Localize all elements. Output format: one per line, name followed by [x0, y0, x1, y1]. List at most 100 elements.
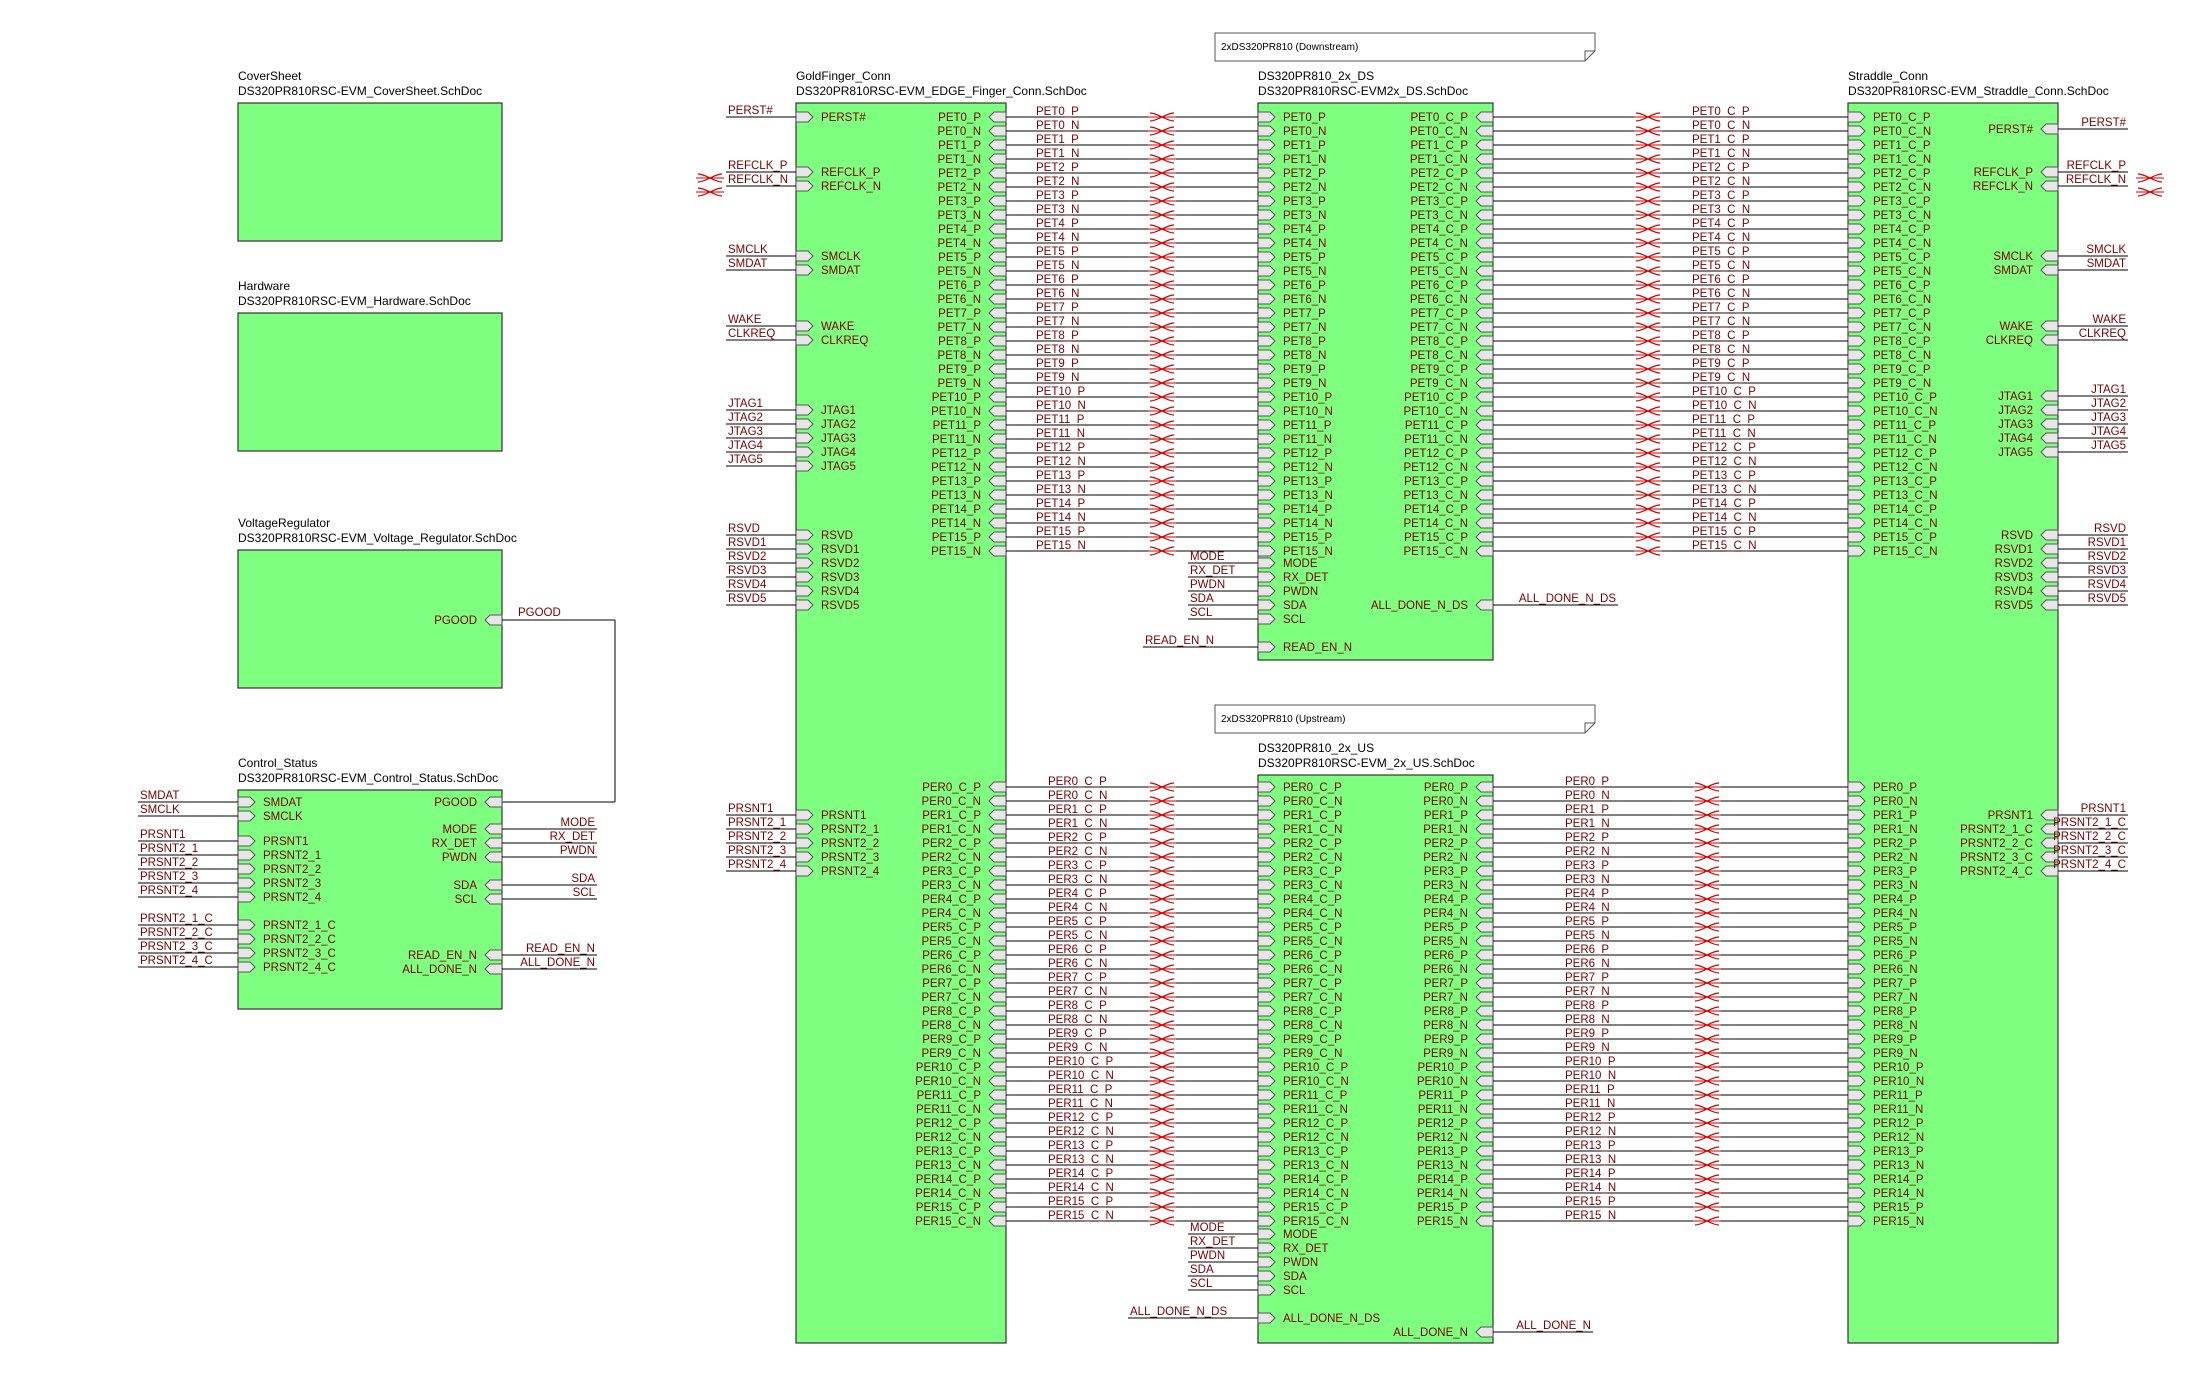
- us-right-pin: PER15_N: [1417, 1216, 1468, 1228]
- us-right-pin: PER3_P: [1424, 866, 1468, 878]
- us-sheet-file: DS320PR810RSC-EVM_2x_US.SchDoc: [1258, 756, 1475, 770]
- straddle-left-port: [1847, 405, 1866, 417]
- straddle-left-port: [1847, 1187, 1866, 1199]
- crossover-symbol: [1148, 252, 1176, 262]
- net-label: READ_EN_N: [1145, 635, 1214, 647]
- straddle-right-port: [2040, 837, 2059, 849]
- crossover-symbol: [1634, 434, 1662, 444]
- us-left-pin: PER10_C_N: [1283, 1076, 1349, 1088]
- control-left-pin: PRSNT2_4: [263, 892, 322, 904]
- crossover-symbol: [1634, 154, 1662, 164]
- pet-net-label: PET14_N: [1036, 512, 1086, 524]
- pet-net-label: PET7_N: [1036, 316, 1079, 328]
- per-c-net-label: PER0_C_N: [1048, 790, 1107, 802]
- straddle-left-port: [1847, 503, 1866, 515]
- ds-right-port: [1475, 279, 1494, 291]
- ds-right-pin: PET4_C_N: [1410, 238, 1468, 250]
- straddle-left-port: [1847, 879, 1866, 891]
- net-label: PRSNT1: [728, 803, 773, 815]
- straddle-right-pin: JTAG3: [1998, 419, 2033, 431]
- goldfinger-right-port: [988, 865, 1007, 877]
- straddle-left-port: [1847, 545, 1866, 557]
- ds-left-pin: PET14_P: [1283, 504, 1333, 516]
- crossover-symbol: [1693, 922, 1721, 932]
- straddle-left-port: [1847, 1131, 1866, 1143]
- straddle-right-pin: PRSNT2_2_C: [1960, 838, 2033, 850]
- crossover-symbol: [1148, 518, 1176, 528]
- net-label: JTAG2: [728, 412, 763, 424]
- us-left-port: [1257, 879, 1276, 891]
- us-left-port: [1257, 837, 1276, 849]
- straddle-right-pin: CLKREQ: [1986, 335, 2033, 347]
- ds-right-port: [1475, 125, 1494, 137]
- goldfinger-right-pin: PER13_C_N: [915, 1160, 981, 1172]
- straddle-right-pin: SMCLK: [1993, 251, 2033, 263]
- ds-left-pin: PET10_N: [1283, 406, 1333, 418]
- ds-left-port: [1257, 405, 1276, 417]
- us-left-pin: PER2_C_P: [1283, 838, 1342, 850]
- ds-left-port: [1257, 335, 1276, 347]
- control-left-port: [237, 796, 256, 808]
- per-c-net-label: PER14_C_N: [1048, 1182, 1114, 1194]
- hardware-sheet-file: DS320PR810RSC-EVM_Hardware.SchDoc: [238, 294, 471, 308]
- us-left-port: [1257, 1103, 1276, 1115]
- net-label: SMCLK: [140, 804, 180, 816]
- ds-left-port: [1257, 419, 1276, 431]
- goldfinger-left-port: [795, 404, 814, 416]
- goldfinger-sheet-symbol: [795, 102, 1007, 1344]
- crossover-symbol: [1693, 894, 1721, 904]
- straddle-left-pin: PER10_P: [1873, 1062, 1924, 1074]
- control-left-port: [237, 835, 256, 847]
- straddle-left-port: [1847, 1033, 1866, 1045]
- straddle-left-pin: PET4_C_P: [1873, 224, 1931, 236]
- net-label: SDA: [1190, 593, 1214, 605]
- us-left-pin: PER0_C_P: [1283, 782, 1342, 794]
- crossover-symbol: [1148, 852, 1176, 862]
- pet-c-net-label: PET7_C_N: [1692, 316, 1750, 328]
- straddle-left-port: [1847, 461, 1866, 473]
- goldfinger-right-pin: PER14_C_P: [916, 1174, 982, 1186]
- crossover-symbol: [1693, 1020, 1721, 1030]
- straddle-left-pin: PET1_C_P: [1873, 140, 1931, 152]
- straddle-left-pin: PET13_C_N: [1873, 490, 1938, 502]
- straddle-left-port: [1847, 419, 1866, 431]
- net-label: PRSNT2_1_C: [140, 913, 213, 925]
- net-label: PRSNT2_1_C: [2053, 817, 2126, 829]
- straddle-left-pin: PET3_C_N: [1873, 210, 1931, 222]
- pet-net-label: PET10_N: [1036, 400, 1086, 412]
- pet-net-label: PET2_N: [1036, 176, 1079, 188]
- crossover-symbol: [1693, 838, 1721, 848]
- us-left-pin: PER14_C_P: [1283, 1174, 1349, 1186]
- goldfinger-right-pin: PER15_C_N: [915, 1216, 981, 1228]
- us-left-port: [1257, 1256, 1276, 1268]
- straddle-left-port: [1847, 447, 1866, 459]
- us-right-pin: PER9_P: [1424, 1034, 1468, 1046]
- ds-left-pin: PET5_P: [1283, 252, 1326, 264]
- ds-right-port: [1475, 599, 1494, 611]
- pet-net-label: PET6_N: [1036, 288, 1079, 300]
- goldfinger-right-port: [988, 851, 1007, 863]
- upstream-note: 2xDS320PR810 (Upstream): [1214, 704, 1596, 734]
- us-right-pin: PER12_N: [1417, 1132, 1468, 1144]
- ds-right-port: [1475, 531, 1494, 543]
- crossover-symbol: [696, 173, 724, 183]
- per-c-net-label: PER1_C_N: [1048, 818, 1107, 830]
- straddle-right-port: [2040, 809, 2059, 821]
- net-label: PRSNT2_3_C: [140, 941, 213, 953]
- crossover-symbol: [1693, 992, 1721, 1002]
- straddle-right-port: [2040, 585, 2059, 597]
- straddle-right-pin: RSVD5: [1995, 600, 2033, 612]
- per-c-net-label: PER3_C_N: [1048, 874, 1107, 886]
- ds-right-port: [1475, 475, 1494, 487]
- pet-net-label: PET2_P: [1036, 162, 1079, 174]
- goldfinger-right-port: [988, 461, 1007, 473]
- straddle-left-port: [1847, 949, 1866, 961]
- per-c-net-label: PER3_C_P: [1048, 860, 1107, 872]
- goldfinger-right-pin: PER13_C_P: [916, 1146, 982, 1158]
- pet-net-label: PET3_P: [1036, 190, 1079, 202]
- goldfinger-right-port: [988, 977, 1007, 989]
- goldfinger-right-port: [988, 1005, 1007, 1017]
- us-right-port: [1475, 1103, 1494, 1115]
- goldfinger-right-port: [988, 321, 1007, 333]
- pet-net-label: PET10_P: [1036, 386, 1086, 398]
